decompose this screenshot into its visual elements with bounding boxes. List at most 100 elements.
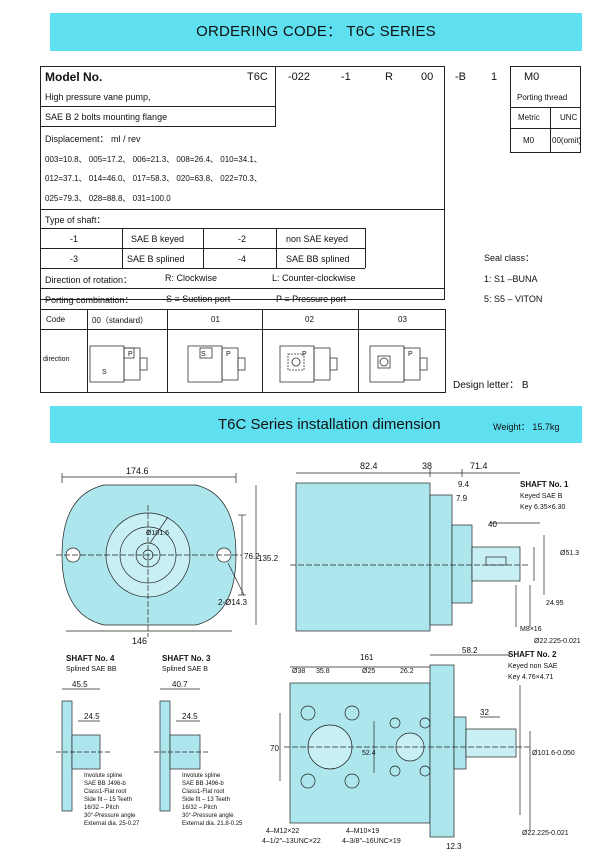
- dim-shaft4-d2: 24.5: [84, 712, 100, 721]
- shaft4-title: SHAFT No. 4: [66, 654, 115, 663]
- shaft2-title: SHAFT No. 2: [508, 650, 557, 659]
- dim-side-v4: Ø51.3: [560, 550, 579, 557]
- dim-side-d3: 71.4: [470, 461, 488, 471]
- direction-00-diagram: [89, 345, 148, 383]
- shaft4-note-5: 30°-Pressure angle: [84, 813, 136, 819]
- porting-thread-title: Porting thread: [517, 93, 568, 102]
- direction-02-diagram: [279, 345, 338, 383]
- shaft3-note-1: SAE BB J496-b: [182, 781, 224, 787]
- porting-s: S = Suction port: [166, 294, 231, 304]
- shaft3-drawing: [154, 688, 210, 812]
- shaft3-note-6: External dia. 21.8-0.25: [182, 821, 243, 827]
- dim-rear-d6: 58.2: [462, 646, 478, 655]
- dim-rear-t1: 4–M12×22: [266, 828, 299, 835]
- metric-label: Metric: [518, 113, 540, 122]
- port-p-02: P: [302, 351, 307, 358]
- code-seg-4: 00: [421, 71, 434, 83]
- rotation-title: Direction of rotation：: [45, 275, 133, 285]
- dim-front-hole: 2-Ø14.3: [218, 598, 247, 607]
- port-s-00: S: [102, 369, 107, 376]
- dim-rear-v1: Ø101.6-0.050: [532, 750, 575, 757]
- shaft4-note-2: Class1-Flat root: [84, 789, 127, 795]
- direction-label: direction: [43, 356, 70, 363]
- weight-label: Weight： 15.7kg: [493, 422, 560, 432]
- shaft-name-4: SAE BB splined: [286, 254, 350, 264]
- dim-front-h2: 135.2: [258, 554, 279, 563]
- dim-shaft3-d2: 24.5: [182, 712, 198, 721]
- dim-side-v3: 24.95: [546, 600, 564, 607]
- shaft1-title: SHAFT No. 1: [520, 480, 569, 489]
- dim-rear-d8: 70: [270, 744, 279, 753]
- dim-shaft3-d1: 40.7: [172, 680, 188, 689]
- side-view-drawing: [290, 469, 545, 632]
- dim-side-d1: 82.4: [360, 461, 378, 471]
- code-seg-0: T6C: [247, 71, 268, 83]
- model-desc-line2: SAE B 2 bolts mounting flange: [45, 112, 168, 122]
- unc-label: UNC: [560, 113, 578, 122]
- dim-rear-d2: Ø38: [292, 668, 305, 675]
- shaft-code-1: -1: [70, 234, 79, 244]
- direction-03-diagram: [369, 345, 428, 383]
- shaft3-note-4: 16/32 – Pitch: [182, 805, 217, 811]
- shaft3-note-0: Involute spline: [182, 773, 221, 779]
- dim-front-width: 174.6: [126, 466, 149, 476]
- shaft3-note-2: Class1-Flat root: [182, 789, 225, 795]
- dim-front-dia: Ø101.6: [146, 530, 169, 537]
- shaft2-line1: Keyed non SAE: [508, 663, 558, 670]
- dim-rear-d1: 161: [360, 653, 374, 662]
- shaft3-note-5: 30°-Pressure angle: [182, 813, 234, 819]
- shaft4-notes: Involute spline SAE BB J496-b Class1-Fla…: [84, 773, 140, 827]
- dim-rear-d3: 35.8: [316, 668, 330, 675]
- dim-side-d6: 40: [488, 520, 497, 529]
- shaft-type-title: Type of shaft：: [45, 215, 106, 225]
- shaft3-sub: Splined SAE B: [162, 666, 208, 673]
- displacement-title: Displacement： ml / rev: [45, 134, 141, 144]
- dim-front-h1: 76.2: [244, 552, 260, 561]
- shaft4-note-6: External dia. 25-0.27: [84, 821, 140, 827]
- code-col-00: 00（standard）: [92, 316, 149, 325]
- dim-side-v2: Ø22.225-0.021: [534, 638, 581, 645]
- metric-value: M0: [523, 136, 535, 145]
- port-p-01: P: [226, 351, 231, 358]
- code-seg-7: M0: [524, 71, 540, 83]
- shaft4-note-1: SAE BB J496-b: [84, 781, 126, 787]
- code-label: Code: [46, 315, 66, 324]
- dim-rear-t4: 4–3/8″–16UNC×19: [342, 838, 401, 845]
- dim-shaft4-d1: 45.5: [72, 680, 88, 689]
- shaft-code-3: -3: [70, 254, 79, 264]
- dim-side-d5: 7.9: [456, 494, 468, 503]
- code-col-01: 01: [211, 315, 220, 324]
- model-no-label: Model No.: [45, 70, 103, 84]
- design-letter: Design letter： B: [453, 380, 529, 391]
- unc-value: 00(omit): [552, 136, 582, 145]
- code-col-02: 02: [305, 315, 314, 324]
- displacement-row-3: 025=79.3、 028=88.8、 031=100.0: [45, 194, 171, 203]
- ordering-code-banner: ORDERING CODE： T6C SERIES: [50, 13, 582, 51]
- install-dimension-banner: T6C Series installation dimension Weight…: [50, 406, 582, 443]
- displacement-row-2: 012=37.1、 014=46.0、 017=58.3、 020=63.8、 …: [45, 174, 262, 183]
- dim-side-d2: 38: [422, 461, 432, 471]
- dim-rear-t2: 4–M10×19: [346, 828, 379, 835]
- port-p-00: P: [128, 351, 133, 358]
- code-seg-5: -B: [455, 71, 466, 83]
- seal-title: Seal class：: [484, 253, 535, 263]
- dim-rear-v2: Ø22.225-0.021: [522, 830, 569, 837]
- shaft4-note-3: Side fit – 15 Teeth: [84, 797, 132, 803]
- rotation-l: L: Counter-clockwise: [272, 273, 356, 283]
- shaft-name-1: SAE B keyed: [131, 234, 185, 244]
- rotation-r: R: Clockwise: [165, 273, 218, 283]
- dim-rear-t3: 4–1/2″–13UNC×22: [262, 838, 321, 845]
- shaft3-notes: Involute spline SAE BB J496-b Class1-Fla…: [182, 773, 243, 827]
- port-p-03: P: [408, 351, 413, 358]
- install-title: T6C Series installation dimension: [218, 416, 441, 433]
- dim-front-bottom: 146: [132, 636, 147, 646]
- shaft1-line1: Keyed SAE B: [520, 493, 563, 500]
- front-view-drawing: [56, 473, 257, 637]
- ordering-code-title: ORDERING CODE： T6C SERIES: [196, 23, 436, 40]
- shaft-name-3: SAE B splined: [127, 254, 185, 264]
- porting-p: P = Pressure port: [276, 294, 347, 304]
- port-s-01: S: [201, 351, 206, 358]
- dim-rear-d4: Ø25: [362, 668, 375, 675]
- code-seg-3: R: [385, 71, 393, 83]
- shaft4-note-0: Involute spline: [84, 773, 123, 779]
